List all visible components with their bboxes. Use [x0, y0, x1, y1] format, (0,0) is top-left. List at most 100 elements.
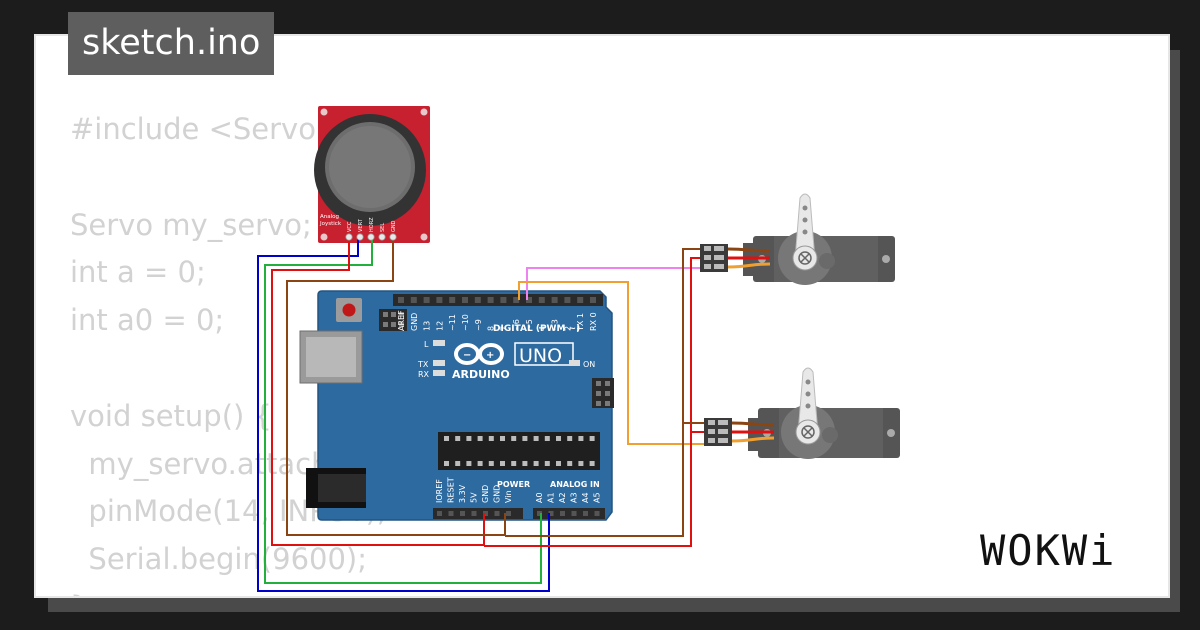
servo-motor-top[interactable]	[743, 193, 895, 285]
digital-pin[interactable]	[410, 297, 417, 303]
power-pin[interactable]	[506, 511, 511, 516]
wire-servo-power-red	[484, 257, 704, 547]
chip-pin	[544, 436, 550, 441]
joystick-pin[interactable]	[345, 233, 353, 241]
chip-pin	[500, 436, 505, 441]
joystick-pin-label: GND	[391, 220, 397, 232]
code-line: }	[70, 584, 387, 596]
digital-pin-label: ~11	[448, 314, 457, 331]
power-pin-label: Vin	[504, 490, 513, 503]
digital-pin-label: GND	[410, 313, 419, 331]
joystick-pin-label: VCC	[347, 221, 353, 232]
digital-pin-label: RX 0	[589, 312, 598, 331]
digital-pin[interactable]	[423, 297, 430, 303]
joystick-label-2: Joystick	[319, 221, 342, 227]
on-label: ON	[583, 360, 595, 369]
chip-pin	[578, 436, 584, 441]
analog-pin[interactable]	[560, 511, 565, 516]
digital-pin[interactable]	[500, 297, 507, 303]
power-pin-label: 5V	[470, 492, 479, 503]
chip-pin	[533, 436, 539, 441]
l-led	[433, 340, 445, 346]
file-name-badge: sketch.ino	[68, 12, 275, 75]
servo-connector-top	[700, 244, 771, 272]
wire-joystick-vcc-red	[271, 237, 485, 546]
analog-label: ANALOG IN	[550, 480, 600, 489]
code-line: int a = 0;	[70, 255, 206, 290]
servo-connector-bottom	[704, 418, 775, 446]
rx-label: RX	[418, 370, 430, 379]
chip-pin	[511, 436, 517, 441]
tx-led	[433, 360, 445, 366]
analog-pin[interactable]	[548, 511, 554, 516]
analog-pin[interactable]	[571, 511, 577, 516]
power-pin[interactable]	[448, 511, 454, 516]
wire-servo-signal-pink	[526, 267, 700, 300]
code-line: int a0 = 0;	[70, 303, 225, 338]
digital-pin[interactable]	[513, 297, 520, 303]
chip-pin	[544, 461, 550, 466]
power-header	[433, 508, 523, 519]
digital-pin[interactable]	[449, 297, 456, 303]
digital-pin[interactable]	[398, 297, 404, 303]
chip-pin	[466, 436, 472, 441]
power-pin[interactable]	[471, 511, 477, 516]
digital-pin-label: 2	[563, 326, 572, 331]
power-pin[interactable]	[494, 511, 500, 516]
analog-pin[interactable]	[583, 511, 588, 516]
joystick-pin[interactable]	[389, 233, 397, 241]
digital-pin[interactable]	[526, 297, 532, 303]
digital-pin[interactable]	[436, 297, 443, 303]
analog-pin[interactable]	[594, 511, 600, 516]
digital-pin[interactable]	[487, 297, 494, 303]
chip-pin	[488, 436, 494, 441]
digital-pin[interactable]	[474, 297, 481, 303]
code-line: Servo my_servo;	[70, 207, 312, 242]
code-line: Serial.begin(9600);	[70, 542, 368, 577]
analog-pin[interactable]	[537, 511, 542, 516]
power-pin-label: RESET	[447, 477, 456, 503]
joystick-pin[interactable]	[356, 233, 364, 241]
chip-pin	[556, 436, 561, 441]
chip-pin	[455, 461, 461, 466]
chip-pin	[455, 436, 461, 441]
chip-pin	[477, 436, 483, 441]
digital-pin[interactable]	[462, 297, 468, 303]
wire-joystick-vert-blue	[257, 237, 550, 592]
power-pin[interactable]	[483, 511, 488, 516]
digital-pin-label: 13	[423, 321, 432, 331]
digital-pin-label: ~6	[512, 319, 521, 331]
power-pin-label: GND	[493, 485, 502, 503]
digital-pin[interactable]	[538, 297, 545, 303]
l-label: L	[424, 340, 429, 349]
board-brand: ARDUINO	[452, 368, 510, 381]
digital-pin-label: 4	[538, 326, 547, 331]
chip-pin	[444, 436, 449, 441]
joystick-pin[interactable]	[367, 233, 375, 241]
servo-motor-bottom[interactable]	[748, 367, 900, 459]
joystick-pin[interactable]	[378, 233, 386, 241]
wire-joystick-gnd-brown	[286, 237, 506, 536]
analog-header	[533, 508, 605, 519]
digital-pin-label: 8	[487, 326, 496, 331]
wire-servo-gnd-brown	[505, 248, 704, 537]
digital-label: DIGITAL (PWM ~)	[493, 324, 580, 334]
digital-pin[interactable]	[577, 297, 584, 303]
analog-pin-label: A2	[558, 492, 567, 503]
digital-pin[interactable]	[551, 297, 558, 303]
chip-pin	[522, 436, 528, 441]
on-led	[569, 360, 580, 366]
power-pin[interactable]	[437, 511, 442, 516]
arduino-logo-icon	[454, 343, 504, 365]
digital-pin[interactable]	[564, 297, 571, 303]
digital-pin[interactable]	[590, 297, 596, 303]
reset-button[interactable]	[342, 303, 356, 317]
tx-label: TX	[417, 360, 429, 369]
power-pin[interactable]	[460, 511, 465, 516]
digital-pin-label: ~10	[461, 314, 470, 331]
analog-pin-label: A5	[593, 492, 602, 503]
power-pin-label: 3.3V	[458, 484, 467, 503]
power-pin-label: IOREF	[435, 479, 444, 503]
